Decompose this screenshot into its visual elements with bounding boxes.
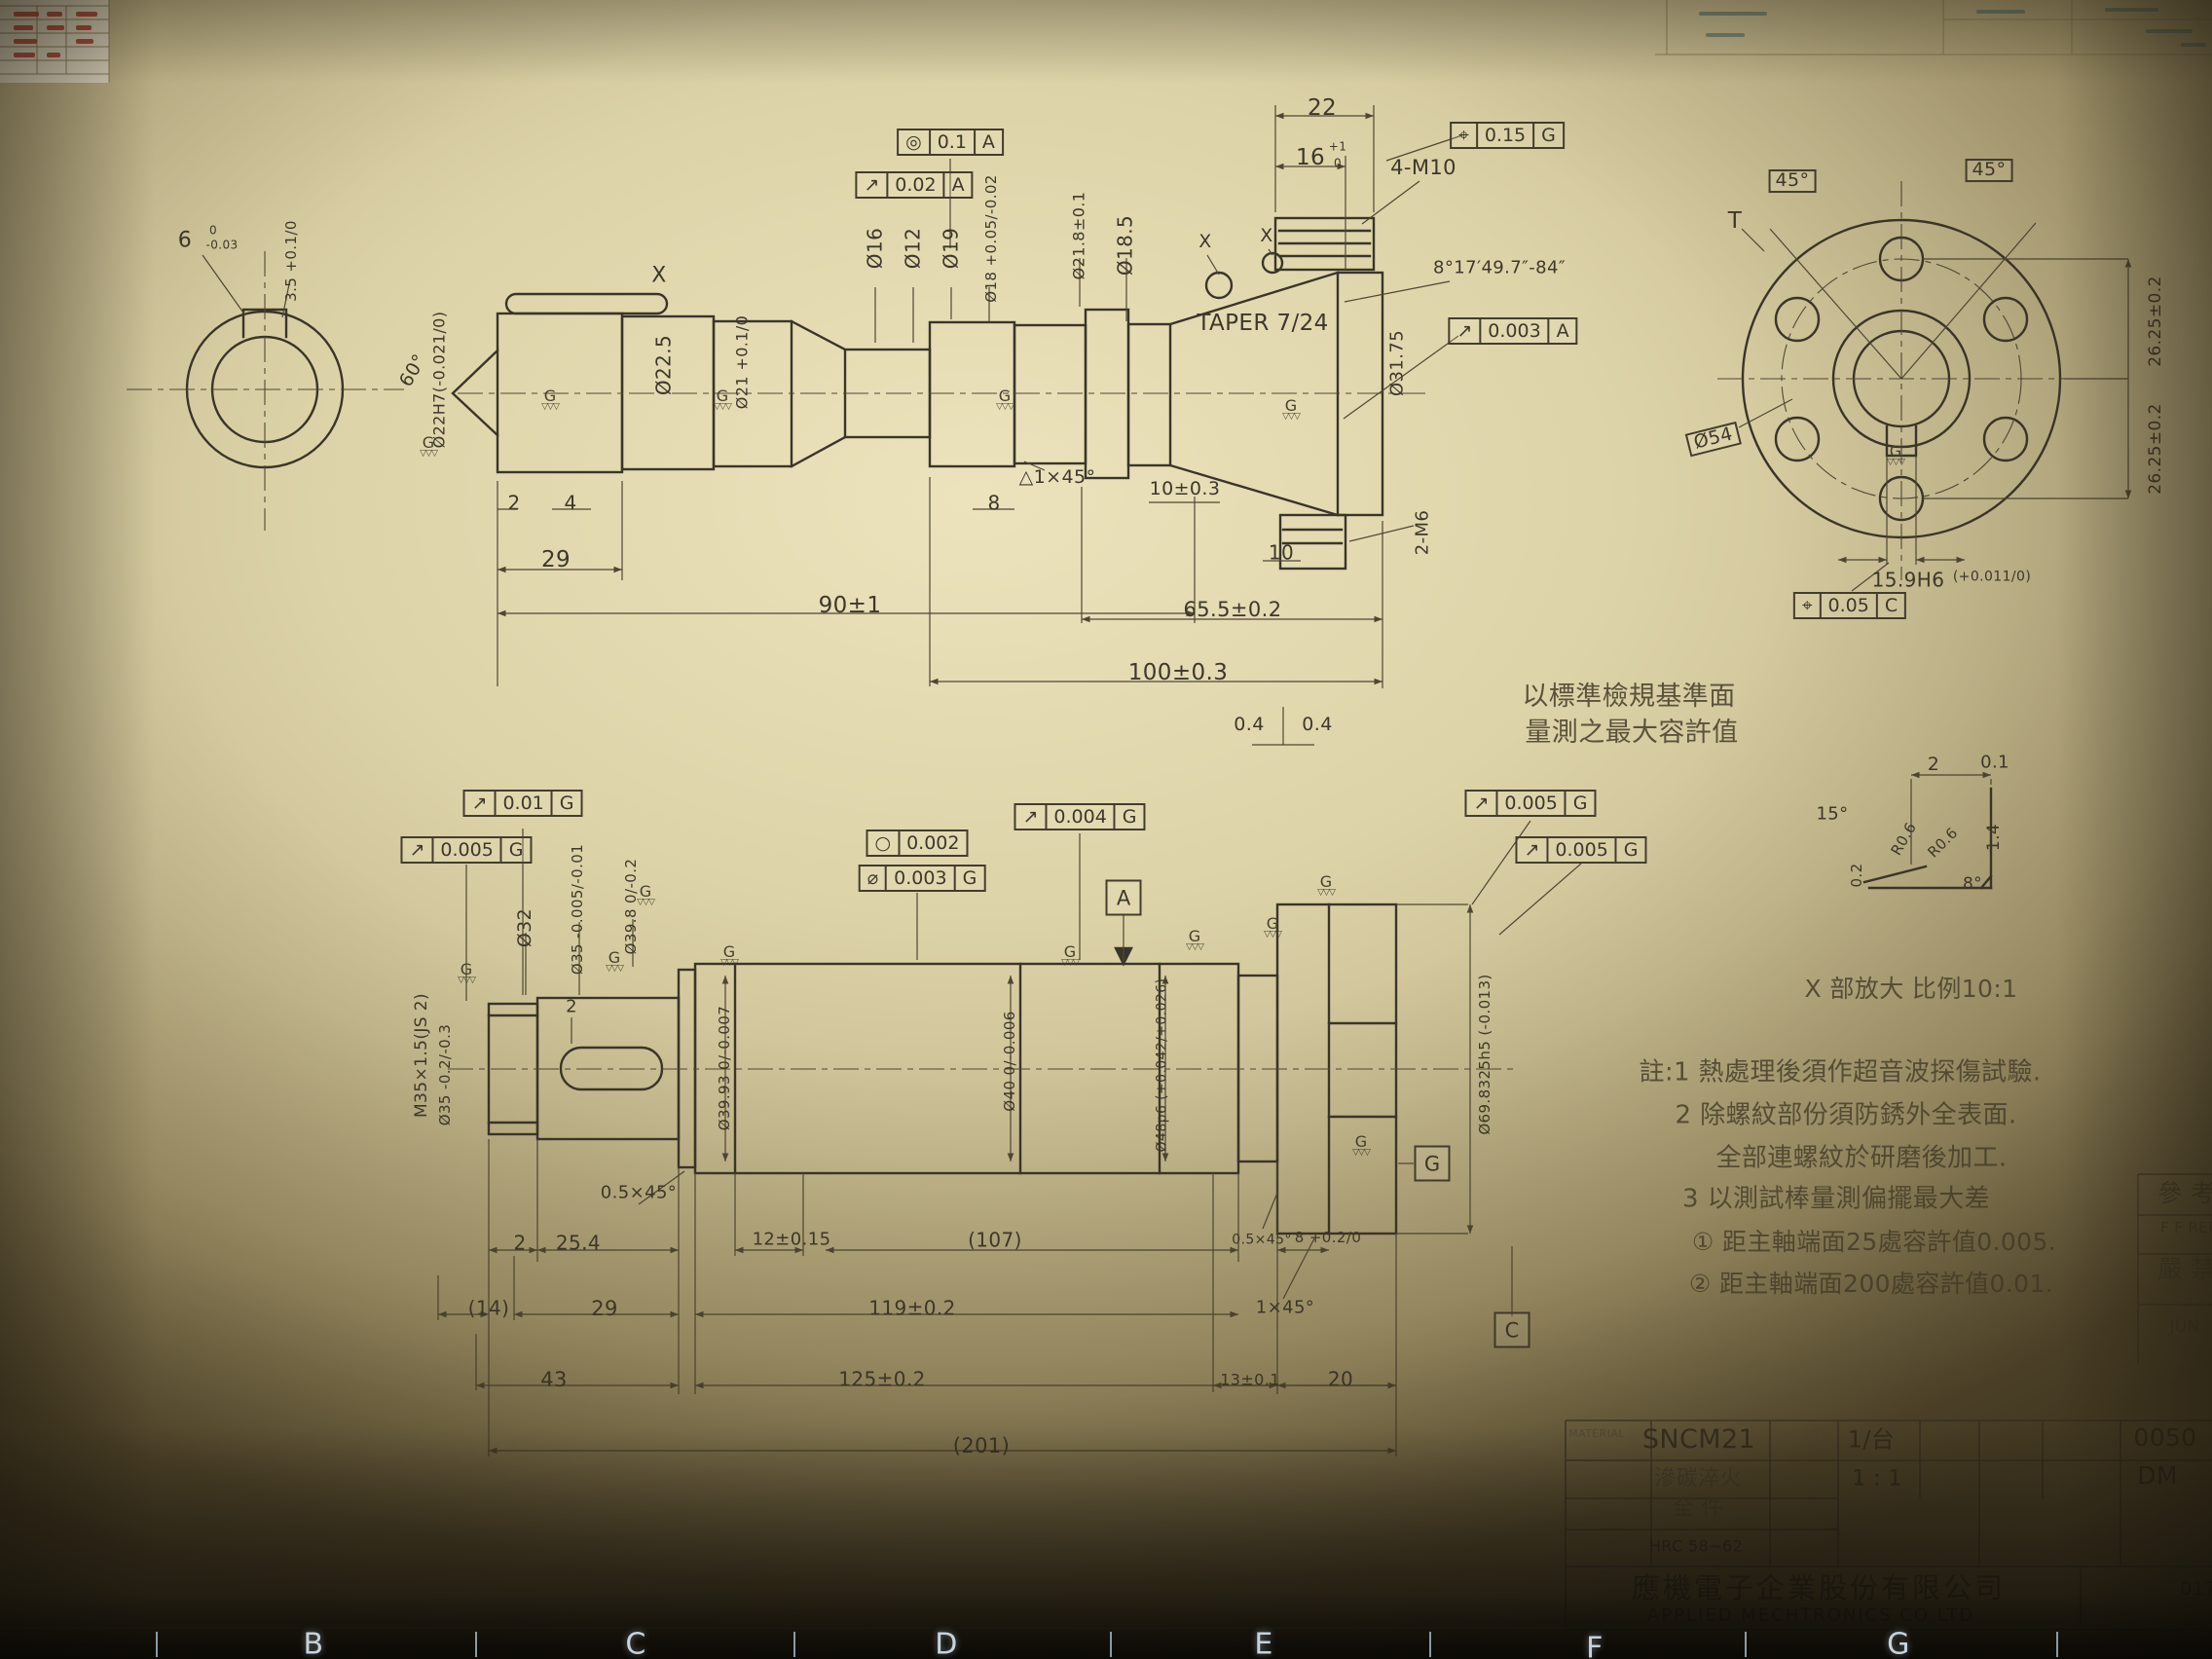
qty-label: Q'TY	[1801, 1427, 1828, 1441]
material-label: MATERIAL	[1568, 1427, 1625, 1441]
heat-treat-value: 滲碳淬火	[1654, 1466, 1742, 1492]
qty-value: 1/台	[1847, 1425, 1896, 1454]
scale-value: 1 : 1	[1852, 1466, 1902, 1492]
scope-value: 全 件	[1672, 1495, 1724, 1521]
company-name-en: APPLIED MECHTRONICS CO LTD	[1646, 1604, 1975, 1626]
part-no-value: 0050	[2133, 1422, 2197, 1452]
hardness-value: HRC 58~62	[1648, 1536, 1744, 1556]
material-value: SNCM21	[1641, 1423, 1756, 1455]
part-no-label: PART NO	[2046, 1424, 2097, 1438]
scale-label: SCALE	[1798, 1477, 1835, 1491]
company-name-cn: 應機電子企業股份有限公司	[1631, 1570, 2007, 1604]
model-value: DM	[2137, 1460, 2178, 1490]
sheet-number: 017	[2180, 1578, 2212, 1601]
